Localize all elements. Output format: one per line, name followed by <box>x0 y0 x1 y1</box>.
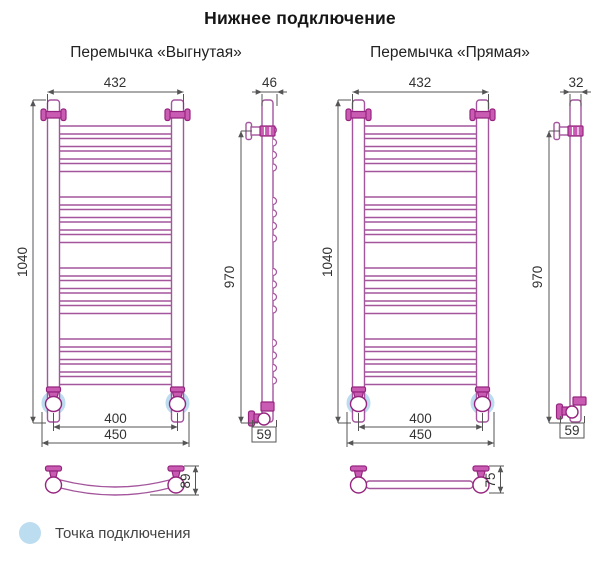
rung-end-bump <box>272 196 278 206</box>
dim-side-height-curved: 970 <box>222 130 258 424</box>
page-title: Нижнее подключение <box>204 8 396 28</box>
dim-label: 59 <box>564 423 579 438</box>
dim-label: 970 <box>222 266 237 289</box>
dim-side-bottom-offset-straight: 59 <box>559 416 585 439</box>
rung-end-bump <box>272 234 278 243</box>
dim-side-depth-straight: 32 <box>560 75 591 106</box>
dim-connection-spacing-curved: 400 <box>53 411 178 431</box>
rung-end-bump <box>272 267 278 277</box>
dim-connection-spacing-straight: 400 <box>358 411 483 431</box>
curved-crossbar-tube <box>59 479 171 496</box>
dim-label: 89 <box>178 473 193 488</box>
dim-label: 46 <box>262 75 277 90</box>
dim-label: 400 <box>104 411 127 426</box>
dim-label: 75 <box>483 472 498 487</box>
connection-point-legend-label: Точка подключения <box>55 525 191 542</box>
dim-label: 59 <box>256 427 271 442</box>
curved-view-title: Перемычка «Выгнутая» <box>70 44 242 61</box>
curved-crossbar-view: 89 <box>44 465 199 496</box>
straight-crossbar-view: 75 <box>349 465 504 494</box>
rung-end-bump <box>272 138 278 147</box>
dim-side-depth-curved: 46 <box>252 75 287 106</box>
rung-end-bump <box>272 150 278 160</box>
dim-crossbar-depth-straight: 75 <box>483 465 504 494</box>
rung-end-bump <box>272 163 278 172</box>
rung-end-bump <box>272 363 278 373</box>
rung-end-bump <box>272 292 278 302</box>
dim-crossbar-depth-curved: 89 <box>150 465 199 496</box>
rung-end-bump <box>272 305 278 314</box>
dim-overall-width-straight: 450 <box>346 412 495 447</box>
straight-side-view: 32 970 59 <box>530 75 591 439</box>
dim-label: 32 <box>568 75 583 90</box>
dim-width-top-curved: 432 <box>47 75 184 109</box>
dim-label: 970 <box>530 266 545 289</box>
dim-height-curved: 1040 <box>15 99 46 424</box>
curved-side-view: 46 970 59 <box>222 75 287 443</box>
dim-label: 432 <box>104 75 127 90</box>
straight-crossbar-tube <box>365 480 474 490</box>
rung-end-bump <box>272 221 278 231</box>
crossbar-fitting <box>44 465 63 494</box>
straight-view-title: Перемычка «Прямая» <box>370 44 530 61</box>
dim-label: 450 <box>409 427 432 442</box>
dim-height-straight: 1040 <box>320 99 351 424</box>
side-tube <box>261 99 274 423</box>
dim-label: 1040 <box>15 247 30 277</box>
crossbar-fitting <box>349 465 368 494</box>
rung-end-bump <box>272 209 278 218</box>
dim-label: 1040 <box>320 247 335 277</box>
dim-label: 432 <box>409 75 432 90</box>
dim-width-top-straight: 432 <box>352 75 489 109</box>
dim-overall-width-curved: 450 <box>41 412 190 447</box>
curved-front-view <box>40 99 191 423</box>
dim-side-bottom-offset-curved: 59 <box>251 420 277 443</box>
dim-side-height-straight: 970 <box>530 130 566 424</box>
connection-point-legend-icon <box>19 522 41 544</box>
side-tube <box>569 99 582 423</box>
rung-end-bump <box>272 338 278 348</box>
rung-end-bump <box>272 376 278 385</box>
straight-front-view <box>345 99 496 423</box>
dim-label: 450 <box>104 427 127 442</box>
dim-label: 400 <box>409 411 432 426</box>
connection-fitting-side <box>555 396 587 420</box>
crossbar-fitting <box>167 465 185 494</box>
crossbar-fitting <box>472 465 490 494</box>
rung-end-bump <box>272 351 278 360</box>
rung-end-bump <box>272 280 278 289</box>
